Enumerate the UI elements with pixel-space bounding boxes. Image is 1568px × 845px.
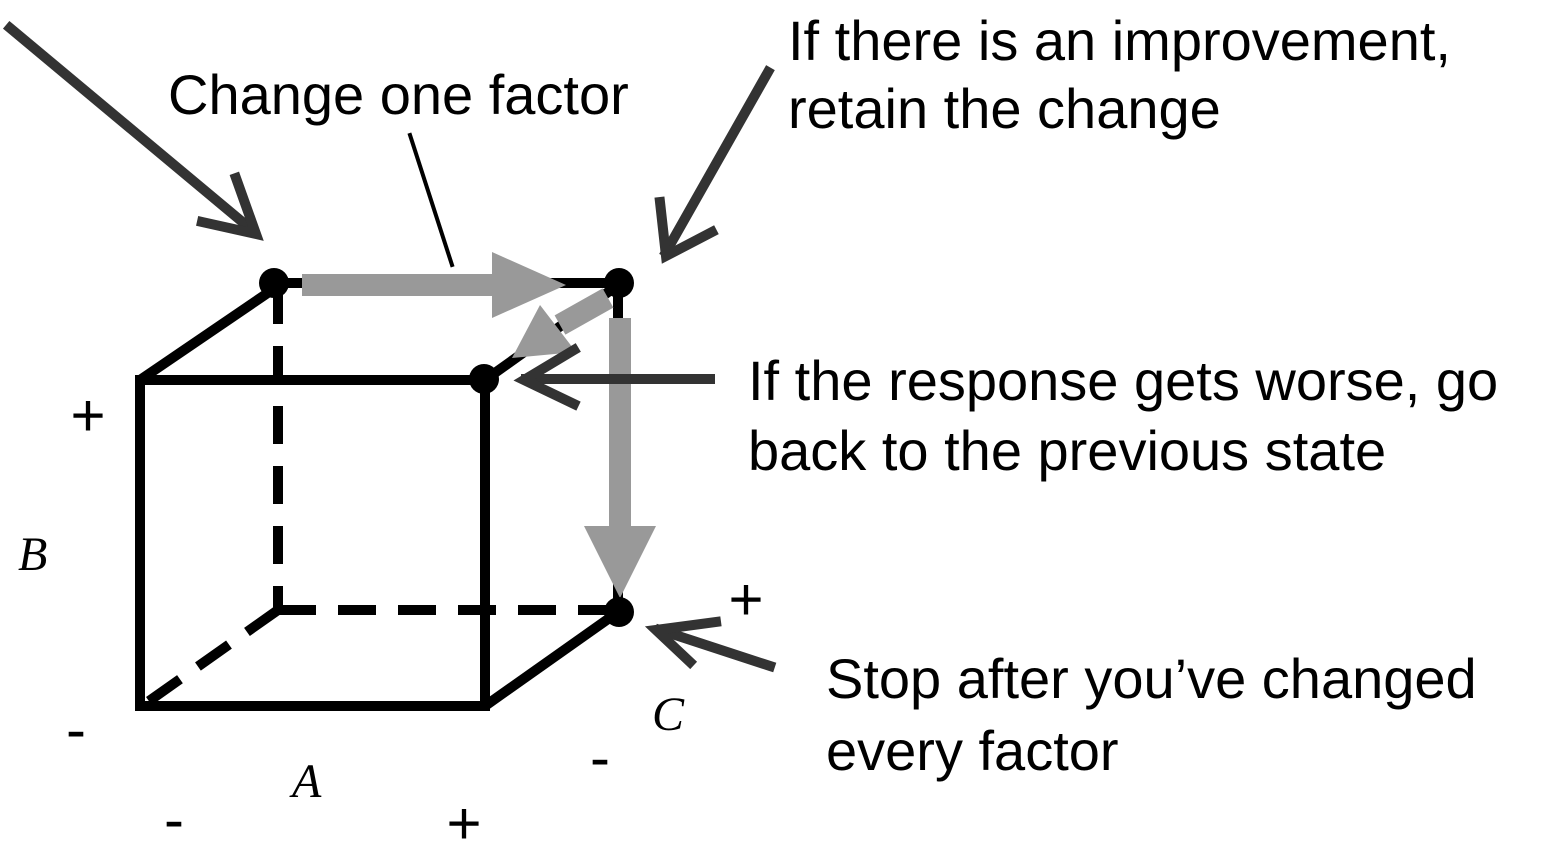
annotation-improvement-line1: If there is an improvement, [788,9,1451,72]
start-point [259,268,289,298]
path-arrow-down [584,318,656,598]
annotation-worse-line1: If the response gets worse, go [748,349,1498,412]
path-arrow-back [512,288,614,358]
final-point [604,597,634,627]
axis-a-low-sign: - [164,786,184,845]
pointer-arrow-start [2,20,264,241]
annotation-change-one-factor: Change one factor [168,63,629,126]
annotation-stop-line2: every factor [826,719,1119,782]
annotation-stop-line1: Stop after you’ve changed [826,647,1477,710]
cube-edge-bottom-right-depth [482,607,621,711]
level-signs: + - - + + - [66,382,764,845]
cube-front-face [135,375,490,711]
pointer-arrow-improvement [654,65,775,264]
cube-points [259,268,634,627]
annotation-worse-line2: back to the previous state [748,419,1386,482]
previous-state-point [469,364,499,394]
axis-a-name: A [289,755,322,808]
axis-c-high-sign: + [728,566,763,633]
changed-point [604,268,634,298]
annotations: Change one factor If there is an improve… [168,9,1498,782]
axis-a-high-sign: + [446,790,481,845]
axis-b-high-sign: + [70,382,105,449]
pointer-arrow-worse [513,343,715,411]
axis-b-low-sign: - [66,696,86,763]
annotation-improvement-line2: retain the change [788,77,1221,140]
path-arrow-right [302,252,566,318]
cube-hidden-edges [139,286,618,711]
path-arrows [302,252,656,598]
hidden-edge-depth [139,605,281,711]
cube-edge-top-left-depth [137,281,281,385]
pointer-arrow-stop [644,616,777,673]
pointer-leader-change [407,132,455,268]
axis-b-name: B [18,528,47,581]
axis-names: A B C [18,528,685,808]
axis-c-name: C [652,688,685,741]
pointer-arrows [2,20,777,673]
axis-c-low-sign: - [590,724,610,791]
